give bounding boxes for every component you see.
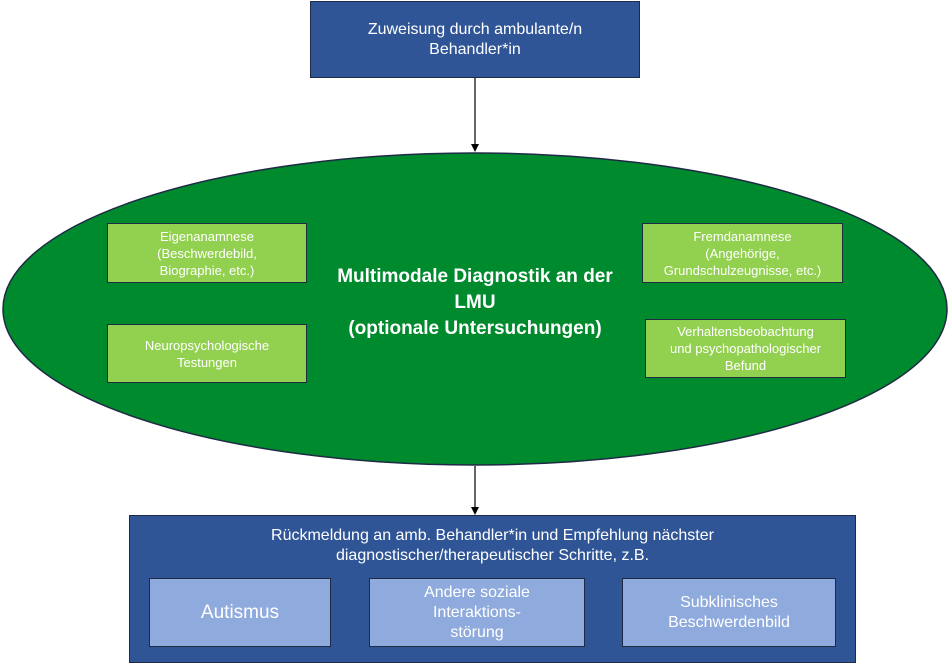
diagnostics-title: Multimodale Diagnostik an der LMU (optio… xyxy=(337,266,613,339)
method-eigenanamnese: Eigenanamnese (Beschwerdebild, Biographi… xyxy=(107,223,307,283)
method-neuropsychologie-label: Neuropsychologische Testungen xyxy=(144,337,270,370)
method-fremdanamnese-label: Fremdanamnese (Angehörige, Grundschulzeu… xyxy=(663,228,822,278)
method-eigenanamnese-label: Eigenanamnese (Beschwerdebild, Biographi… xyxy=(157,228,257,278)
feedback-title: Rückmeldung an amb. Behandler*in und Emp… xyxy=(271,527,714,564)
method-verhaltensbeobachtung-label: Verhaltensbeobachtung und psychopatholog… xyxy=(669,324,822,373)
outcome-subklinisch-label: Subklinisches Beschwerdenbild xyxy=(668,593,790,631)
outcome-autismus: Autismus xyxy=(149,578,331,647)
method-verhaltensbeobachtung: Verhaltensbeobachtung und psychopatholog… xyxy=(645,319,846,378)
referral-box: Zuweisung durch ambulante/n Behandler*in xyxy=(310,1,640,78)
outcome-interaktionsstoerung: Andere soziale Interaktions- störung xyxy=(369,578,585,647)
method-neuropsychologie: Neuropsychologische Testungen xyxy=(107,324,307,383)
referral-text: Zuweisung durch ambulante/n Behandler*in xyxy=(367,20,583,58)
outcome-autismus-label: Autismus xyxy=(200,601,280,623)
outcome-interaktionsstoerung-label: Andere soziale Interaktions- störung xyxy=(424,583,530,641)
outcome-subklinisch: Subklinisches Beschwerdenbild xyxy=(622,578,836,647)
method-fremdanamnese: Fremdanamnese (Angehörige, Grundschulzeu… xyxy=(642,223,843,283)
